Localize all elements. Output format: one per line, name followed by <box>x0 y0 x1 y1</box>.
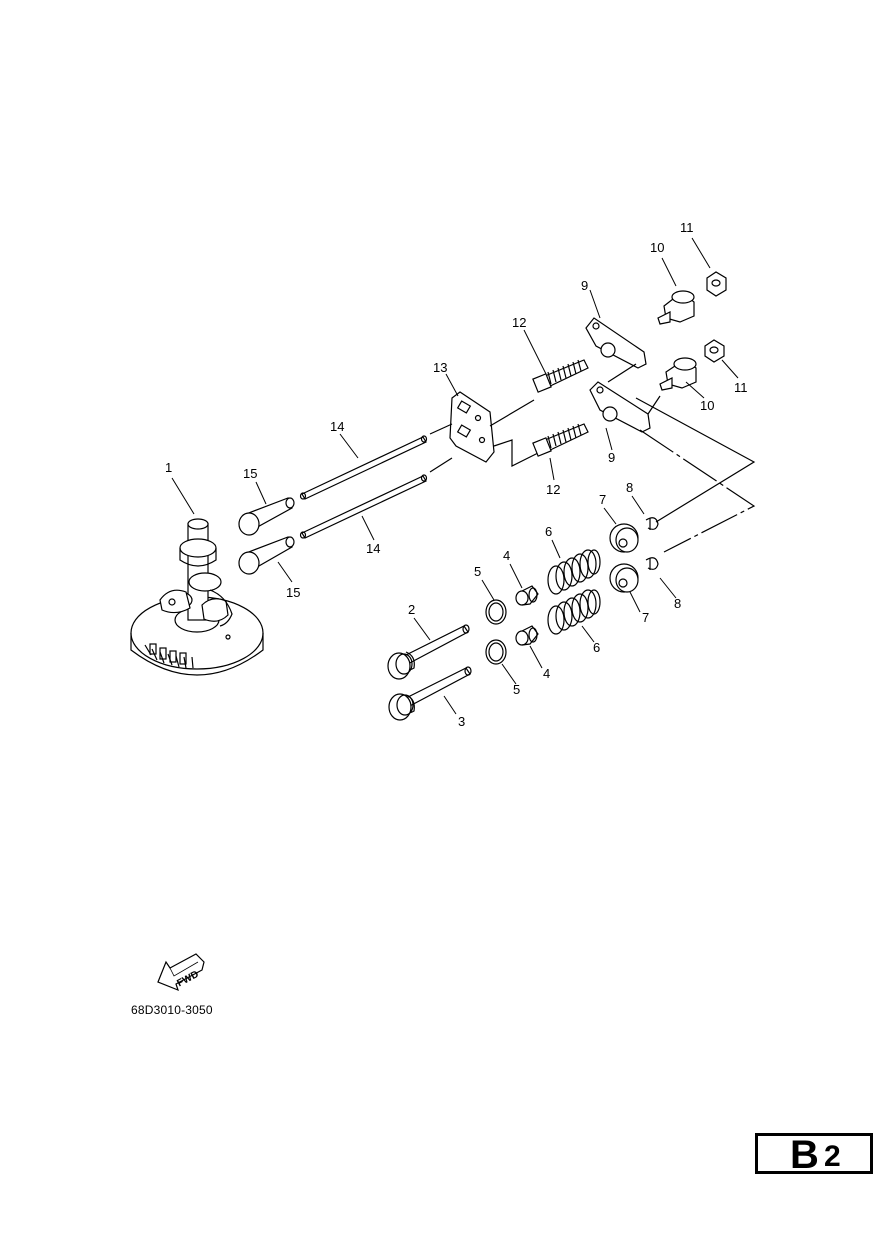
leader-lines <box>171 237 739 715</box>
label-10b: 10 <box>700 398 714 413</box>
label-12b: 12 <box>546 482 560 497</box>
label-6a: 6 <box>545 524 552 539</box>
part-15-valve-lifters <box>238 497 295 575</box>
section-number: 2 <box>824 1140 841 1173</box>
part-2-3-valves <box>387 624 472 721</box>
label-7a: 7 <box>599 492 606 507</box>
label-9a: 9 <box>581 278 588 293</box>
label-10a: 10 <box>650 240 664 255</box>
label-11b: 11 <box>734 380 748 395</box>
fwd-arrow-icon: FWD <box>157 953 205 992</box>
label-12a: 12 <box>512 315 526 330</box>
label-14a: 14 <box>330 419 344 434</box>
label-5b: 5 <box>513 682 520 697</box>
label-8a: 8 <box>626 480 633 495</box>
label-15b: 15 <box>286 585 300 600</box>
part-13-push-rod-guide <box>429 391 541 473</box>
label-6b: 6 <box>593 640 600 655</box>
part-9-rocker-arms <box>585 317 756 553</box>
part-11-lock-nuts <box>704 271 727 363</box>
part-4-stem-seals <box>515 585 539 646</box>
section-indicator: B 2 <box>755 1133 873 1177</box>
label-11a: 11 <box>680 220 694 235</box>
part-7-spring-retainers <box>609 523 639 593</box>
part-5-spring-seats <box>485 599 507 665</box>
label-1: 1 <box>165 460 172 475</box>
label-9b: 9 <box>608 450 615 465</box>
label-2: 2 <box>408 602 415 617</box>
part-12-rocker-studs <box>532 359 589 457</box>
label-7b: 7 <box>642 610 649 625</box>
part-8-valve-keepers <box>645 517 659 570</box>
label-8b: 8 <box>674 596 681 611</box>
label-4a: 4 <box>503 548 510 563</box>
figure-code: 68D3010-3050 <box>131 1003 213 1017</box>
label-13: 13 <box>433 360 447 375</box>
part-6-valve-springs <box>547 549 601 635</box>
part-14-push-rods <box>299 435 428 539</box>
label-15a: 15 <box>243 466 257 481</box>
section-letter: B <box>790 1133 819 1177</box>
part-10-adjust-nuts <box>657 290 697 391</box>
label-4b: 4 <box>543 666 550 681</box>
part-1-camshaft <box>130 518 264 676</box>
label-5a: 5 <box>474 564 481 579</box>
label-14b: 14 <box>366 541 380 556</box>
label-3: 3 <box>458 714 465 729</box>
callout-labels: 1 2 3 4 4 5 5 6 6 7 7 8 8 9 9 10 10 11 1… <box>165 220 748 729</box>
